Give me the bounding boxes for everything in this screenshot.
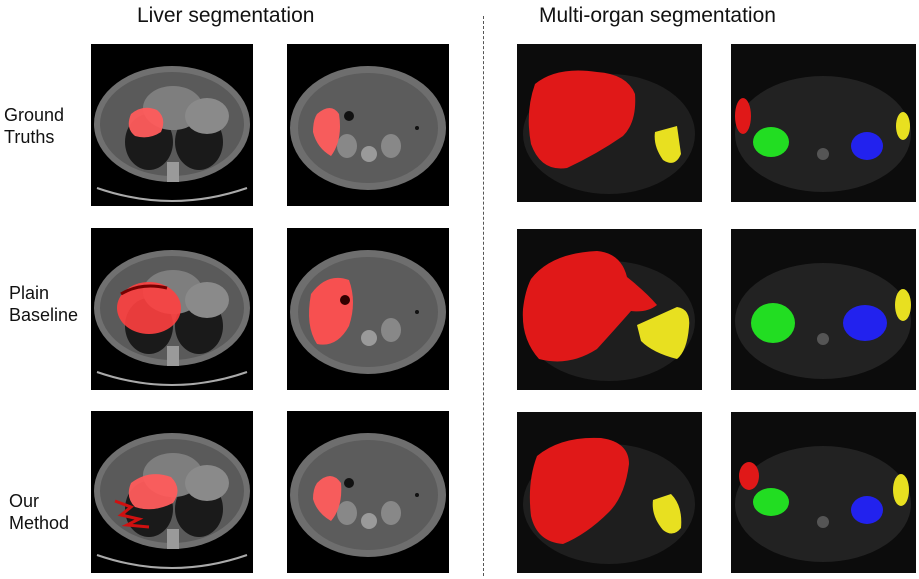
multi-organ-segmentation-title: Multi-organ segmentation (539, 4, 776, 27)
mri-slice-ground-truth-2 (731, 44, 916, 202)
ct-slice-plain-baseline-1 (91, 228, 253, 390)
mri-slice-plain-baseline-1 (517, 229, 702, 390)
ct-slice-ground-truth-1 (91, 44, 253, 206)
mri-slice-plain-baseline-2 (731, 229, 916, 390)
ct-slice-our-method-2 (287, 411, 449, 573)
mri-slice-our-method-2 (731, 412, 916, 573)
ct-slice-ground-truth-2 (287, 44, 449, 206)
liver-segmentation-title: Liver segmentation (137, 4, 315, 27)
ct-slice-plain-baseline-2 (287, 228, 449, 390)
ct-slice-our-method-1 (91, 411, 253, 573)
section-divider (483, 16, 484, 576)
mri-slice-ground-truth-1 (517, 44, 702, 202)
mri-slice-our-method-1 (517, 412, 702, 573)
